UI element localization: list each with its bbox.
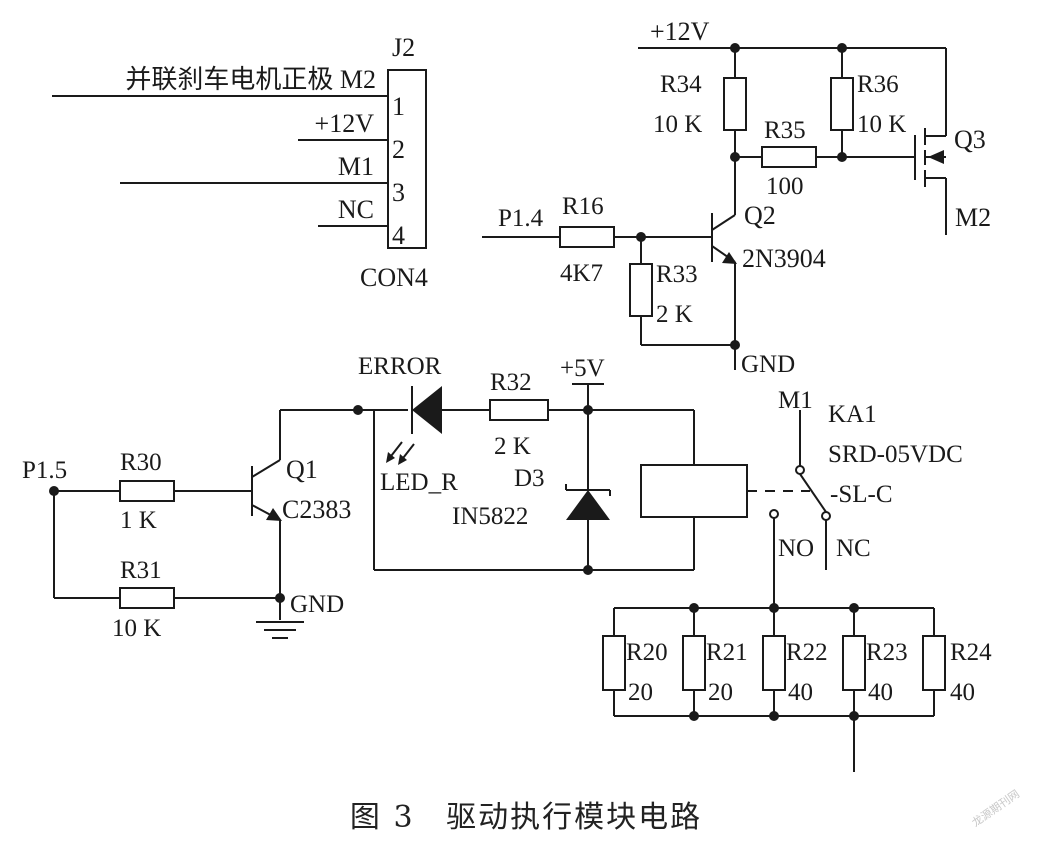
r23-ref: R23	[866, 639, 908, 666]
r36-ref: R36	[857, 71, 899, 98]
connector-signal-4: NC	[338, 195, 374, 224]
r16-value: 4K7	[560, 260, 603, 287]
r30-value: 1 K	[120, 507, 157, 534]
resistor-r21	[682, 635, 706, 691]
r32-value: 2 K	[494, 433, 531, 460]
connector-model: CON4	[360, 263, 428, 292]
load-resistor-bank: R20 20 R21 20 R22 40 R23 40 R24 40	[602, 603, 992, 772]
r22-ref: R22	[786, 639, 828, 666]
r34-value: 10 K	[653, 111, 702, 138]
relay-model-line2: -SL-C	[830, 481, 893, 508]
q1-ref: Q1	[286, 455, 318, 484]
d3-ref: D3	[514, 465, 545, 492]
relay-ka1: M1 KA1 SRD-05VDC -SL-C NO NC	[747, 387, 963, 608]
r32-ref: R32	[490, 369, 532, 396]
gnd-bottom-label: GND	[290, 591, 344, 618]
relay-coil	[640, 464, 748, 518]
r16-ref: R16	[562, 193, 604, 220]
resistor-r23	[842, 635, 866, 691]
q1-stage: P1.5 R30 1 K R31 10 K Q1 C2383 GND	[22, 409, 374, 642]
port-p14: P1.4	[498, 205, 544, 232]
resistor-r35	[761, 146, 817, 168]
resistor-r24	[922, 635, 946, 691]
led-ref: LED_R	[380, 469, 458, 496]
connector-signal-3: M1	[338, 152, 374, 181]
resistor-r34	[723, 77, 747, 131]
resistor-r36	[830, 77, 854, 131]
q2-q3-stage: +12V R34 10 K R36 10 K R35 100	[482, 17, 991, 378]
diode-d3	[565, 410, 611, 570]
r33-ref: R33	[656, 261, 698, 288]
connector-ref: J2	[392, 33, 415, 62]
label-12v: +12V	[650, 17, 710, 46]
r20-value: 20	[628, 679, 653, 706]
transistor-q1: Q1 C2383	[251, 409, 374, 620]
connector-pin-3: 3	[392, 178, 405, 207]
r31-ref: R31	[120, 557, 162, 584]
r34-ref: R34	[660, 71, 702, 98]
figure-caption: 图 3 驱动执行模块电路	[0, 792, 1052, 836]
resistor-r16	[559, 226, 615, 248]
connector-pin-2: 2	[392, 135, 405, 164]
connector-pin-4: 4	[392, 221, 405, 250]
ground-symbol	[256, 621, 304, 639]
r35-ref: R35	[764, 117, 806, 144]
r33-value: 2 K	[656, 301, 693, 328]
r21-ref: R21	[706, 639, 748, 666]
connector-signal-2: +12V	[315, 109, 375, 138]
d3-model: IN5822	[452, 503, 528, 530]
r23-value: 40	[868, 679, 893, 706]
r35-value: 100	[766, 173, 804, 200]
relay-common-label: M1	[778, 387, 813, 414]
r31-value: 10 K	[112, 615, 161, 642]
mosfet-q3: Q3	[914, 48, 986, 235]
gnd-top-label: GND	[741, 351, 795, 378]
connector-j2: J2 1 2 3 4 CON4 并联刹车电机正极 M2 +12V M1 NC	[52, 33, 428, 292]
relay-driver: ERROR LED_R R32 2 K +5V D3 IN5822	[353, 353, 748, 575]
q2-model: 2N3904	[742, 244, 826, 273]
label-5v: +5V	[560, 355, 605, 382]
resistor-r20	[602, 635, 626, 691]
r36-value: 10 K	[857, 111, 906, 138]
q3-ref: Q3	[954, 125, 986, 154]
led-error	[386, 386, 490, 465]
motor-label: M2	[955, 203, 991, 232]
resistor-r33	[629, 263, 653, 317]
r30-ref: R30	[120, 449, 162, 476]
r24-ref: R24	[950, 639, 992, 666]
resistor-r32	[489, 399, 549, 421]
r22-value: 40	[788, 679, 813, 706]
figure-number: 图 3	[349, 800, 415, 835]
resistor-r31	[119, 587, 175, 609]
resistor-r22	[762, 635, 786, 691]
relay-nc-label: NC	[836, 535, 871, 562]
transistor-q2: Q2 2N3904	[711, 157, 826, 345]
connector-signal-1: 并联刹车电机正极 M2	[125, 65, 376, 94]
q1-model: C2383	[282, 495, 351, 524]
r21-value: 20	[708, 679, 733, 706]
q2-ref: Q2	[744, 201, 776, 230]
relay-no-label: NO	[778, 535, 814, 562]
figure-title: 驱动执行模块电路	[446, 800, 703, 835]
port-p15: P1.5	[22, 457, 67, 484]
r20-ref: R20	[626, 639, 668, 666]
relay-model-line1: SRD-05VDC	[828, 441, 963, 468]
connector-pin-1: 1	[392, 92, 405, 121]
r24-value: 40	[950, 679, 975, 706]
led-name: ERROR	[358, 353, 442, 380]
relay-ref: KA1	[828, 401, 877, 428]
connector-body	[387, 69, 427, 249]
resistor-r30	[119, 480, 175, 502]
